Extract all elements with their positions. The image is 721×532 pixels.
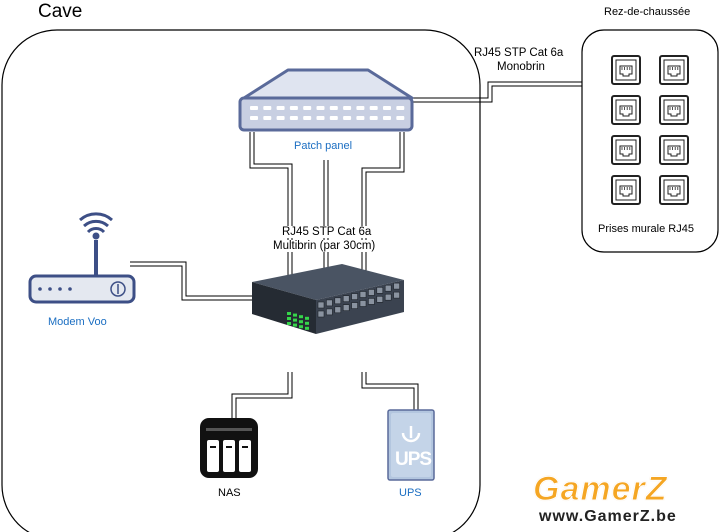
patch-port bbox=[383, 116, 391, 120]
modem-cable bbox=[130, 261, 252, 301]
patch-port bbox=[263, 106, 272, 110]
patch-cable-label-line1: RJ45 STP Cat 6a bbox=[280, 226, 374, 238]
patch-port bbox=[276, 116, 285, 120]
modem-label: Modem Voo bbox=[48, 316, 107, 328]
switch-led bbox=[293, 323, 297, 327]
patch-port bbox=[356, 106, 365, 110]
switch-led bbox=[287, 322, 291, 325]
patch-port bbox=[396, 116, 405, 120]
switch-port bbox=[376, 295, 384, 303]
ups-device-text: UPS bbox=[395, 449, 432, 470]
patch-port bbox=[276, 106, 285, 110]
patch-port bbox=[316, 116, 325, 120]
switch-led bbox=[305, 316, 309, 320]
modem-icon bbox=[28, 212, 136, 304]
uplink-label-line1: RJ45 STP Cat 6a bbox=[474, 47, 564, 59]
wall-sockets-group bbox=[611, 55, 689, 205]
patch-port bbox=[263, 116, 272, 120]
rj45-wall-socket-icon bbox=[659, 95, 689, 125]
switch-port bbox=[368, 289, 375, 296]
switch-port bbox=[359, 300, 367, 307]
patch-port bbox=[343, 116, 352, 120]
switch-port bbox=[342, 295, 350, 303]
patch-port bbox=[250, 106, 258, 110]
patch-port bbox=[356, 116, 365, 120]
uplink-label-line2: Monobrin bbox=[497, 61, 545, 73]
patch-cable-label-line2: Multibrin (par 30cm) bbox=[271, 240, 378, 252]
patch-port bbox=[289, 116, 298, 120]
switch-port bbox=[351, 293, 358, 300]
basement-title: Cave bbox=[38, 1, 83, 22]
rj45-wall-socket-icon bbox=[611, 55, 641, 85]
switch-led bbox=[299, 315, 303, 319]
network-switch-icon bbox=[252, 264, 404, 334]
switch-port bbox=[334, 306, 342, 314]
switch-led bbox=[293, 313, 297, 317]
switch-led bbox=[299, 320, 303, 324]
uplink-cable bbox=[412, 81, 582, 103]
nas-icon bbox=[200, 418, 258, 478]
ground-floor-title: Rez-de-chaussée bbox=[604, 6, 691, 18]
nas-label: NAS bbox=[218, 487, 241, 499]
switch-led bbox=[287, 317, 291, 320]
switch-port bbox=[393, 282, 400, 290]
patch-port bbox=[303, 106, 312, 110]
switch-port bbox=[334, 297, 342, 305]
switch-port bbox=[317, 310, 325, 318]
rj45-wall-socket-icon bbox=[659, 55, 689, 85]
ups-icon bbox=[387, 409, 435, 481]
switch-port bbox=[376, 286, 384, 294]
rj45-wall-socket-icon bbox=[659, 135, 689, 165]
patch-port bbox=[383, 106, 391, 110]
patch-port bbox=[396, 106, 405, 110]
wall-sockets-label: Prises murale RJ45 bbox=[598, 223, 694, 235]
switch-led bbox=[305, 326, 309, 330]
switch-led bbox=[287, 312, 291, 315]
switch-led bbox=[293, 318, 297, 322]
switch-port bbox=[351, 302, 358, 309]
switch-port bbox=[384, 293, 392, 301]
patch-port bbox=[316, 106, 325, 110]
patch-port bbox=[303, 116, 312, 120]
switch-port bbox=[342, 304, 350, 312]
switch-port bbox=[326, 308, 333, 316]
nas-cable bbox=[231, 372, 293, 420]
ups-cable bbox=[361, 372, 419, 412]
gamerz-url: www.GamerZ.be bbox=[539, 508, 677, 525]
basement-zone bbox=[1, 29, 481, 532]
switch-led bbox=[299, 325, 303, 329]
switch-port bbox=[359, 291, 367, 298]
ups-label: UPS bbox=[399, 487, 422, 499]
rj45-wall-socket-icon bbox=[611, 175, 641, 205]
patch-port bbox=[250, 116, 258, 120]
patch-port bbox=[369, 106, 378, 110]
ground-floor-zone bbox=[581, 29, 719, 253]
patch-panel-icon bbox=[238, 68, 414, 132]
patch-port bbox=[329, 106, 338, 110]
patch-port bbox=[369, 116, 378, 120]
patch-port bbox=[343, 106, 352, 110]
rj45-wall-socket-icon bbox=[611, 135, 641, 165]
switch-port bbox=[317, 301, 325, 309]
patch-port bbox=[289, 106, 298, 110]
patch-port bbox=[329, 116, 338, 120]
patch-cables bbox=[249, 132, 405, 284]
switch-port bbox=[326, 299, 333, 307]
rj45-wall-socket-icon bbox=[659, 175, 689, 205]
switch-port bbox=[393, 291, 400, 299]
switch-port bbox=[368, 298, 375, 305]
switch-port bbox=[384, 284, 392, 292]
switch-led bbox=[305, 321, 309, 325]
patch-panel-label: Patch panel bbox=[294, 140, 353, 152]
rj45-wall-socket-icon bbox=[611, 95, 641, 125]
gamerz-logo: GamerZ bbox=[533, 470, 668, 509]
